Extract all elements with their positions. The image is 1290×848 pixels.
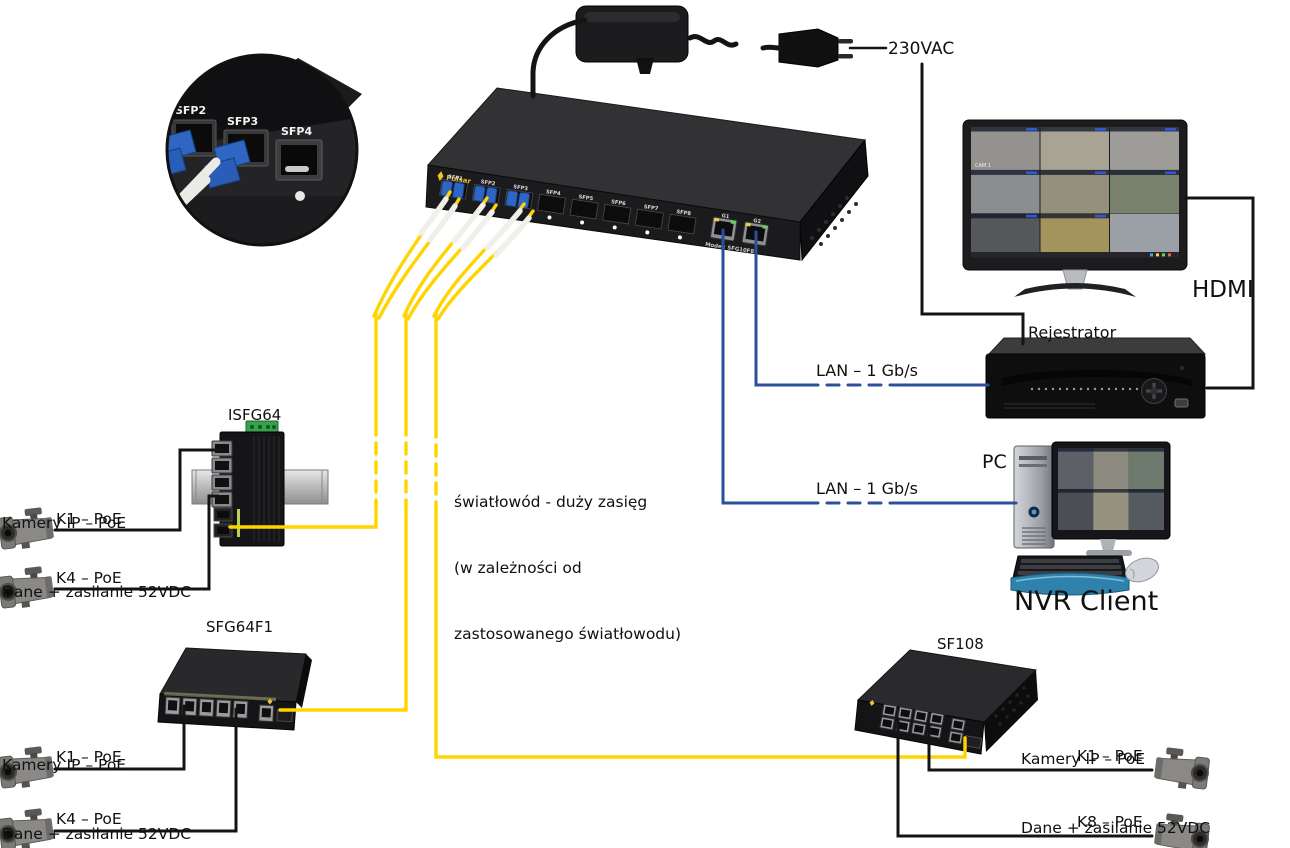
dc-cable <box>530 17 588 99</box>
nvr-dpad-icon <box>1141 378 1167 404</box>
pc-tower <box>1013 445 1055 549</box>
cctv-grid: CAM 1 <box>971 127 1179 258</box>
ac-cable <box>687 34 739 48</box>
nvr-client-caption: NVR Client <box>1014 586 1159 617</box>
sfp-port-label: SFP1 <box>448 174 464 182</box>
g2-port-label: G2 <box>753 218 762 225</box>
lan-pc-label: LAN – 1 Gb/s <box>816 479 918 498</box>
sfp-port-label: SFP4 <box>545 189 561 197</box>
model-label: Model: SFG10F8 <box>705 242 755 255</box>
fiber-note-line1: światłowód - duży zasięg <box>454 493 648 511</box>
sfg64f1-info: Kamery IP – PoE Dane + zasilanie 52VDC <box>2 708 191 848</box>
fiber-note-line3: zastosowanego światłowodu) <box>454 625 682 643</box>
recorder-label: Rejestrator <box>1028 323 1117 342</box>
fiber-boot-icon <box>167 157 221 225</box>
sfp-port-label: SFP8 <box>676 209 692 217</box>
fiber-note: światłowód - duży zasięg (w zależności o… <box>454 447 681 689</box>
inset-port-label: SFP2 <box>175 104 206 117</box>
inset-port-label: SFP3 <box>227 115 258 128</box>
hdmi-label: HDMI <box>1192 277 1254 303</box>
isfg64-cam1-label: K1 – PoE <box>56 510 122 528</box>
sfg64f1-cam1-label: K1 – PoE <box>56 748 122 766</box>
brand-text: Pulsar <box>446 174 472 186</box>
g1-port-label: G1 <box>721 213 730 220</box>
sfp-port-label: SFP5 <box>578 194 594 202</box>
power-adapter <box>575 5 689 74</box>
sf108-info-line1: Kamery IP – PoE <box>1021 750 1146 768</box>
sf108-label: SF108 <box>937 635 984 653</box>
mouse-icon <box>1125 557 1159 583</box>
sfp-port-label: SFP7 <box>643 204 659 212</box>
mains-line <box>920 62 1025 346</box>
sfg64f1-label: SFG64F1 <box>206 618 274 636</box>
isfg64-info-line1: Kamery IP – PoE <box>2 514 127 532</box>
switch-isfg64-device <box>191 420 329 547</box>
sfp-inset: SFP2 SFP3 SFP4 <box>165 53 362 247</box>
main-switch: Pulsar SFP1 SFP2 SFP3 SFP4 SFP5 SFP6 SFP… <box>425 87 869 262</box>
inset-port-label: SFP4 <box>281 125 312 138</box>
din-rail <box>191 469 329 505</box>
isfg64-info: Kamery IP – PoE Dane + zasilanie 52VDC <box>2 466 191 650</box>
cam-label: CAM 1 <box>975 163 991 169</box>
pc-label: PC <box>982 451 1007 473</box>
lc-connector-icon <box>440 180 531 209</box>
pc-monitor <box>1051 441 1171 556</box>
fiber-note-line2: (w zależności od <box>454 559 582 577</box>
sf108-info-line2: Dane + zasilanie 52VDC <box>1021 819 1211 837</box>
pc <box>1010 441 1171 596</box>
sfg64f1-info-line1: Kamery IP – PoE <box>2 756 127 774</box>
sfp-port-label: SFP2 <box>480 179 496 187</box>
isfg64-label: ISFG64 <box>228 406 282 424</box>
isfg64-info-line2: Dane + zasilanie 52VDC <box>2 583 192 601</box>
sf108-cam8-label: K8 – PoE <box>1077 813 1143 831</box>
power-plug-icon <box>778 28 853 68</box>
fiber-boots <box>418 196 532 258</box>
switch-sf108-device <box>854 649 1038 755</box>
sfg64f1-cam4-label: K4 – PoE <box>56 810 122 828</box>
sfp-port-label: SFP3 <box>513 184 529 192</box>
nvr-usb-icon <box>1174 398 1189 408</box>
sfp-port-label: SFP6 <box>611 199 627 207</box>
monitor: CAM 1 <box>962 119 1188 297</box>
sfg64f1-info-line2: Dane + zasilanie 52VDC <box>2 825 192 843</box>
sf108-cam1-label: K1 – PoE <box>1077 747 1143 765</box>
lan-recorder-label: LAN – 1 Gb/s <box>816 361 918 380</box>
isfg64-cam4-label: K4 – PoE <box>56 569 122 587</box>
voltage-label: 230VAC <box>888 39 955 59</box>
brand-logo: Pulsar <box>437 171 472 186</box>
nvr-recorder <box>985 337 1207 419</box>
sf108-info: Kamery IP – PoE Dane + zasilanie 52VDC <box>1021 702 1210 848</box>
